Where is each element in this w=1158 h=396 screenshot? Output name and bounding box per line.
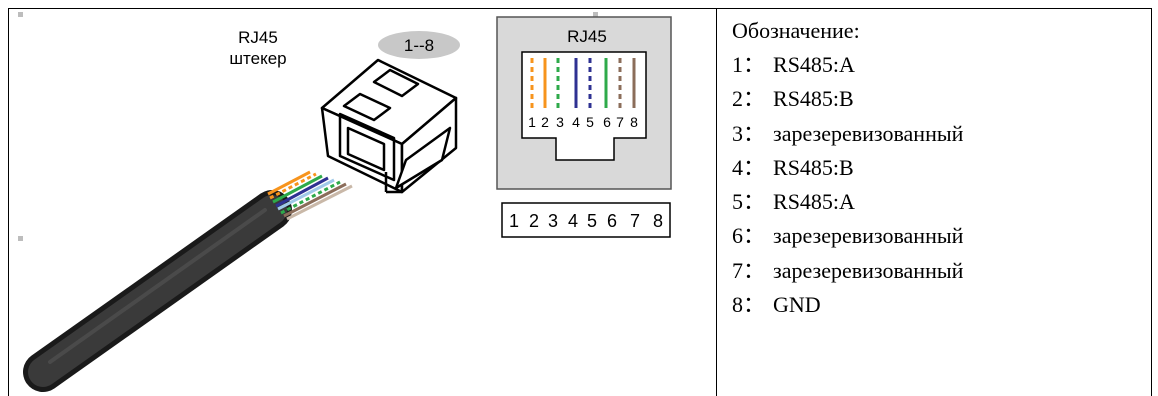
legend-item: 6： зарезеревизованный xyxy=(732,219,1142,253)
legend-item-separator: ： xyxy=(743,292,766,318)
legend-item-number: 7 xyxy=(732,257,743,283)
legend-item: 8： GND xyxy=(732,288,1142,322)
legend-item-number: 4 xyxy=(732,154,743,180)
pin-strip-digit: 3 xyxy=(548,211,558,231)
legend-item-label: GND xyxy=(773,292,821,318)
legend-heading: Обозначение: xyxy=(732,18,860,43)
legend-item: 7： зарезеревизованный xyxy=(732,254,1142,288)
pin-strip-digit: 5 xyxy=(587,211,597,231)
legend-item-number: 6 xyxy=(732,223,743,249)
pin-range-badge: 1--8 xyxy=(378,31,460,59)
socket-pin-number: 3 xyxy=(556,114,564,130)
table-right-border xyxy=(1151,8,1152,396)
pin-legend: Обозначение: 1：RS485:A 2：RS485:B 3：зарез… xyxy=(732,14,1142,322)
pin-strip-digit: 6 xyxy=(607,211,617,231)
legend-item: 2： RS485:B xyxy=(732,82,1142,116)
socket-pin-number: 5 xyxy=(586,114,594,130)
socket-pin-number: 8 xyxy=(630,114,638,130)
legend-item: 3： зарезеревизованный xyxy=(732,117,1142,151)
legend-item-label: зарезеревизованный xyxy=(773,223,964,249)
legend-item: 4： RS485:B xyxy=(732,151,1142,185)
legend-item-separator: ： xyxy=(743,257,766,283)
resize-handle xyxy=(18,236,23,241)
pin-strip-digit: 1 xyxy=(509,211,519,231)
resize-handle xyxy=(593,12,598,17)
legend-item-label: RS485:B xyxy=(773,154,854,180)
pin-strip-digit: 2 xyxy=(529,211,539,231)
legend-item-number: 1 xyxy=(732,52,743,77)
resize-handle xyxy=(18,12,23,17)
cable-illustration xyxy=(23,170,353,392)
legend-item-label: RS485:B xyxy=(773,86,854,112)
socket-pin-number: 6 xyxy=(603,114,611,130)
pin-strip-digit: 4 xyxy=(568,211,578,231)
legend-item-separator: ： xyxy=(743,189,766,215)
socket-pin-number: 7 xyxy=(616,114,624,130)
legend-item: 5： RS485:A xyxy=(732,185,1142,219)
rj45-socket-icon: RJ45 1 2 3 4 5 6 7 8 xyxy=(496,16,672,190)
legend-item-label: RS485:A xyxy=(773,52,855,77)
socket-pin-number: 2 xyxy=(541,114,549,130)
legend-item: 1： RS485:A xyxy=(732,48,1142,82)
legend-item-separator: ： xyxy=(743,52,766,77)
socket-pin-number: 1 xyxy=(528,114,536,130)
table-column-divider xyxy=(716,8,717,396)
legend-item-label: RS485:A xyxy=(773,189,855,215)
rj45-plug-icon xyxy=(320,58,458,194)
legend-item-number: 5 xyxy=(732,189,743,215)
pin-number-strip: 1 2 3 4 5 6 7 8 xyxy=(501,202,671,238)
plug-title: RJ45 xyxy=(238,28,278,47)
legend-item-separator: ： xyxy=(743,86,766,112)
legend-item-number: 3 xyxy=(732,120,743,146)
table-top-border xyxy=(8,8,1152,9)
legend-item-separator: ： xyxy=(743,223,766,249)
legend-item-number: 8 xyxy=(732,292,743,318)
legend-item-separator: ： xyxy=(743,154,766,180)
pin-range-label: 1--8 xyxy=(404,36,434,55)
socket-title: RJ45 xyxy=(567,27,607,46)
plug-subtitle: штекер xyxy=(229,49,286,68)
rj45-diagram: RJ45 штекер 1--8 xyxy=(23,16,672,392)
legend-item-number: 2 xyxy=(732,86,743,112)
pin-strip-digit: 7 xyxy=(630,211,640,231)
socket-pin-number: 4 xyxy=(572,114,580,130)
legend-item-separator: ： xyxy=(743,120,766,146)
legend-item-label: зарезеревизованный xyxy=(773,257,964,283)
legend-item-label: зарезеревизованный xyxy=(773,120,964,146)
table-left-border xyxy=(8,8,9,396)
pin-strip-digit: 8 xyxy=(653,211,663,231)
